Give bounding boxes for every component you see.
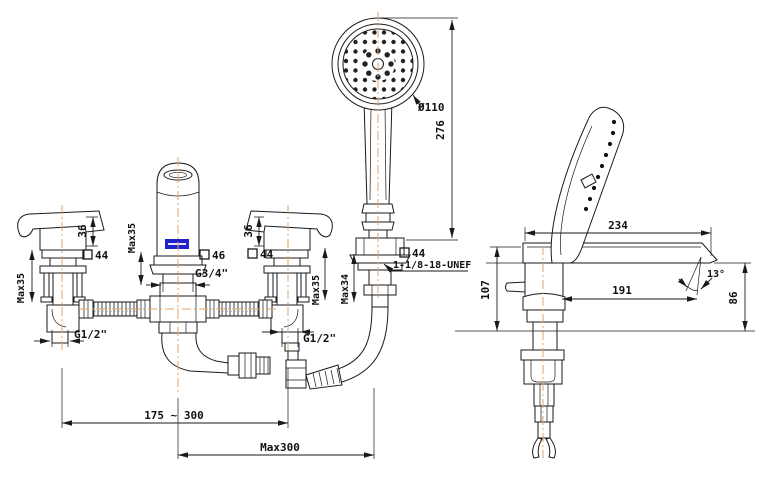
side-outlet-height-label: 86: [727, 291, 740, 305]
right-handle-height-label: 36: [242, 224, 255, 238]
front-dimensions: 276 Ø110 36 36 44 44 46 44 Max35 Max35 M…: [16, 17, 471, 459]
side-view: 234 107 191 86 13°: [455, 106, 755, 459]
square-symbol-icon: [82, 249, 93, 260]
left-handle-height-label: 36: [76, 224, 89, 238]
holder-escutcheon-size-label: 44: [412, 247, 426, 260]
right-inlet-thread-label: G1/2": [303, 332, 336, 345]
right-lever: [245, 210, 333, 238]
side-height-label: 107: [479, 280, 492, 300]
left-inlet-thread-label: G1/2": [74, 328, 107, 341]
hose-reach-label: Max300: [260, 441, 300, 454]
right-deck-thickness-label: Max35: [311, 275, 322, 305]
hose-height-label: 276: [434, 120, 447, 140]
right-valve-handle: [245, 210, 333, 389]
spout-escutcheon-size-label: 46: [212, 249, 226, 262]
side-total-length-label: 234: [608, 219, 628, 232]
holder-thread-label: 1-1/8-18-UNEF: [393, 260, 471, 271]
holder-deck-thickness-label: Max34: [340, 274, 351, 304]
left-deck-thickness-label: Max35: [16, 273, 27, 303]
wand-clip: [580, 173, 597, 189]
centerlines: [61, 12, 379, 395]
hand-shower-side: [550, 106, 625, 264]
side-lever-knob: [505, 281, 526, 293]
front-view: 276 Ø110 36 36 44 44 46 44 Max35 Max35 M…: [16, 12, 471, 459]
spout-angle-label: 13°: [707, 269, 725, 280]
square-symbol-icon: [247, 248, 258, 259]
square-symbol-icon: [399, 247, 410, 258]
spray-face-dots: [583, 119, 617, 212]
diverter-block: [285, 359, 307, 389]
side-spout-reach-label: 191: [612, 284, 632, 297]
hose-spring-guard: [305, 364, 343, 390]
shower-holder: [305, 237, 411, 390]
left-escutcheon-size-label: 44: [95, 249, 109, 262]
right-escutcheon-size-label: 44: [260, 248, 274, 261]
shower-head-diameter-label: Ø110: [417, 101, 445, 114]
handle-spacing-label: 175 ~ 300: [144, 409, 204, 422]
square-symbol-icon: [199, 249, 210, 260]
side-dimensions: 234 107 191 86 13°: [455, 219, 755, 332]
spout-deck-thickness-label: Max35: [127, 223, 138, 253]
spout-thread-label: G3/4": [195, 267, 228, 280]
side-body: [505, 262, 566, 459]
left-valve-handle: [17, 210, 105, 344]
